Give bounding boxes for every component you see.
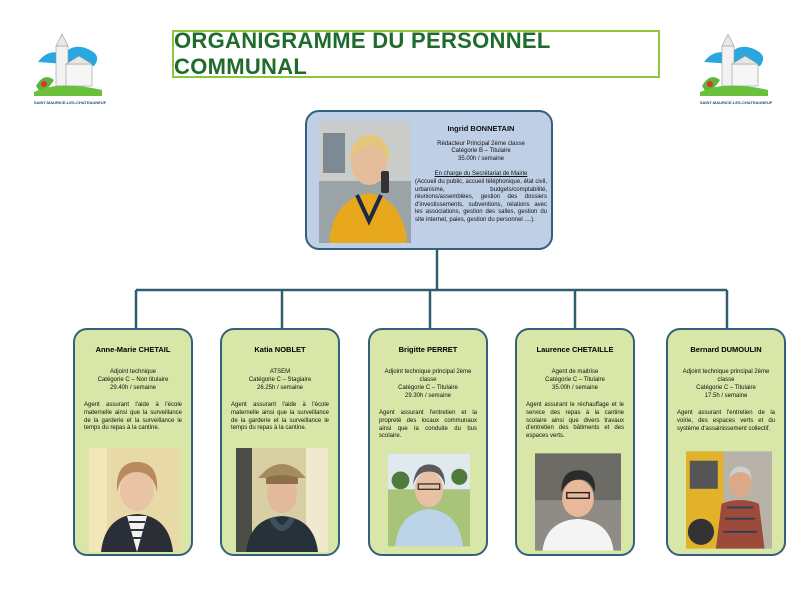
staff-description: Agent assurant l'aide à l'école maternel… — [231, 402, 329, 432]
director-grade: Rédacteur Principal 2ème classe — [437, 140, 525, 147]
staff-card-chetail: Anne-Marie CHETAIL Adjoint technique Cat… — [73, 328, 193, 556]
page-title: ORGANIGRAMME DU PERSONNEL COMMUNAL — [174, 28, 551, 79]
staff-hours: 17.5h / semaine — [704, 393, 748, 399]
staff-photo — [388, 453, 470, 547]
staff-info: Adjoint technique principal 2ème classe … — [668, 368, 784, 400]
staff-name: Bernard DUMOULIN — [690, 345, 762, 354]
staff-category: Catégorie C – Titulaire — [398, 385, 458, 391]
director-card: Ingrid BONNETAIN Rédacteur Principal 2èm… — [305, 110, 553, 250]
director-description: (Accueil du public, accueil téléphonique… — [415, 178, 547, 223]
logo-caption: SAINT-MAURICE-LES-CHATEAUNEUF — [33, 100, 107, 105]
title-box: ORGANIGRAMME DU PERSONNEL COMMUNAL — [172, 28, 660, 79]
village-logo-left: SAINT-MAURICE-LES-CHATEAUNEUF — [30, 28, 110, 108]
staff-photo — [89, 448, 181, 552]
staff-info: Adjoint technique principal 2ème classe … — [370, 368, 486, 400]
staff-name: Katia NOBLET — [254, 345, 306, 354]
staff-grade: Adjoint technique — [109, 369, 157, 375]
staff-card-dumoulin: Bernard DUMOULIN Adjoint technique princ… — [666, 328, 786, 556]
staff-photo — [535, 453, 621, 551]
church-icon — [34, 33, 102, 96]
staff-card-perret: Brigitte PERRET Adjoint technique princi… — [368, 328, 488, 556]
director-hours: 35.00h / semaine — [457, 155, 505, 162]
staff-hours: 35.00h / semaine — [551, 385, 599, 391]
village-logo-right: SAINT-MAURICE-LES-CHATEAUNEUF — [696, 28, 776, 108]
director-role: En charge du Secrétariat de Mairie — [434, 171, 528, 178]
staff-category: Catégorie C – Titulaire — [696, 385, 756, 391]
staff-grade: Agent de maitrise — [551, 369, 599, 375]
staff-card-chetaille: Laurence CHETAILLE Agent de maitrise Cat… — [515, 328, 635, 556]
staff-photo — [236, 448, 328, 552]
director-text: Ingrid BONNETAIN Rédacteur Principal 2èm… — [415, 122, 547, 225]
staff-category: Catégorie C – Non titulaire — [97, 377, 169, 383]
logo-caption: SAINT-MAURICE-LES-CHATEAUNEUF — [699, 100, 773, 105]
staff-grade: Adjoint technique principal 2ème classe — [682, 369, 770, 383]
staff-category: Catégorie C – Titulaire — [545, 377, 605, 383]
staff-info: Agent de maitrise Catégorie C – Titulair… — [517, 368, 633, 392]
staff-hours: 29.40h / semaine — [109, 385, 157, 391]
church-icon — [700, 33, 768, 96]
staff-description: Agent assurant l'aide à l'école maternel… — [84, 402, 182, 432]
staff-info: Adjoint technique Catégorie C – Non titu… — [75, 368, 191, 392]
director-photo — [319, 121, 411, 243]
staff-name: Laurence CHETAILLE — [536, 345, 614, 354]
staff-description: Agent assurant l'entretien de la voirie,… — [677, 410, 775, 432]
staff-grade: Adjoint technique principal 2ème classe — [384, 369, 472, 383]
staff-info: ATSEM Catégorie C – Stagiaire 26.25h / s… — [222, 368, 338, 392]
staff-description: Agent assurant l'entretien et la propret… — [379, 410, 477, 440]
director-category: Catégorie B – Titulaire — [451, 148, 511, 155]
staff-description: Agent assurant le réchauffage et le serv… — [526, 402, 624, 440]
staff-name: Brigitte PERRET — [398, 345, 458, 354]
staff-name: Anne-Marie CHETAIL — [95, 345, 171, 354]
staff-card-noblet: Katia NOBLET ATSEM Catégorie C – Stagiai… — [220, 328, 340, 556]
staff-photo — [686, 451, 772, 549]
staff-category: Catégorie C – Stagiaire — [248, 377, 312, 383]
staff-hours: 29.30h / semaine — [404, 393, 452, 399]
director-name: Ingrid BONNETAIN — [447, 124, 515, 133]
staff-grade: ATSEM — [269, 369, 291, 375]
staff-hours: 26.25h / semaine — [256, 385, 304, 391]
